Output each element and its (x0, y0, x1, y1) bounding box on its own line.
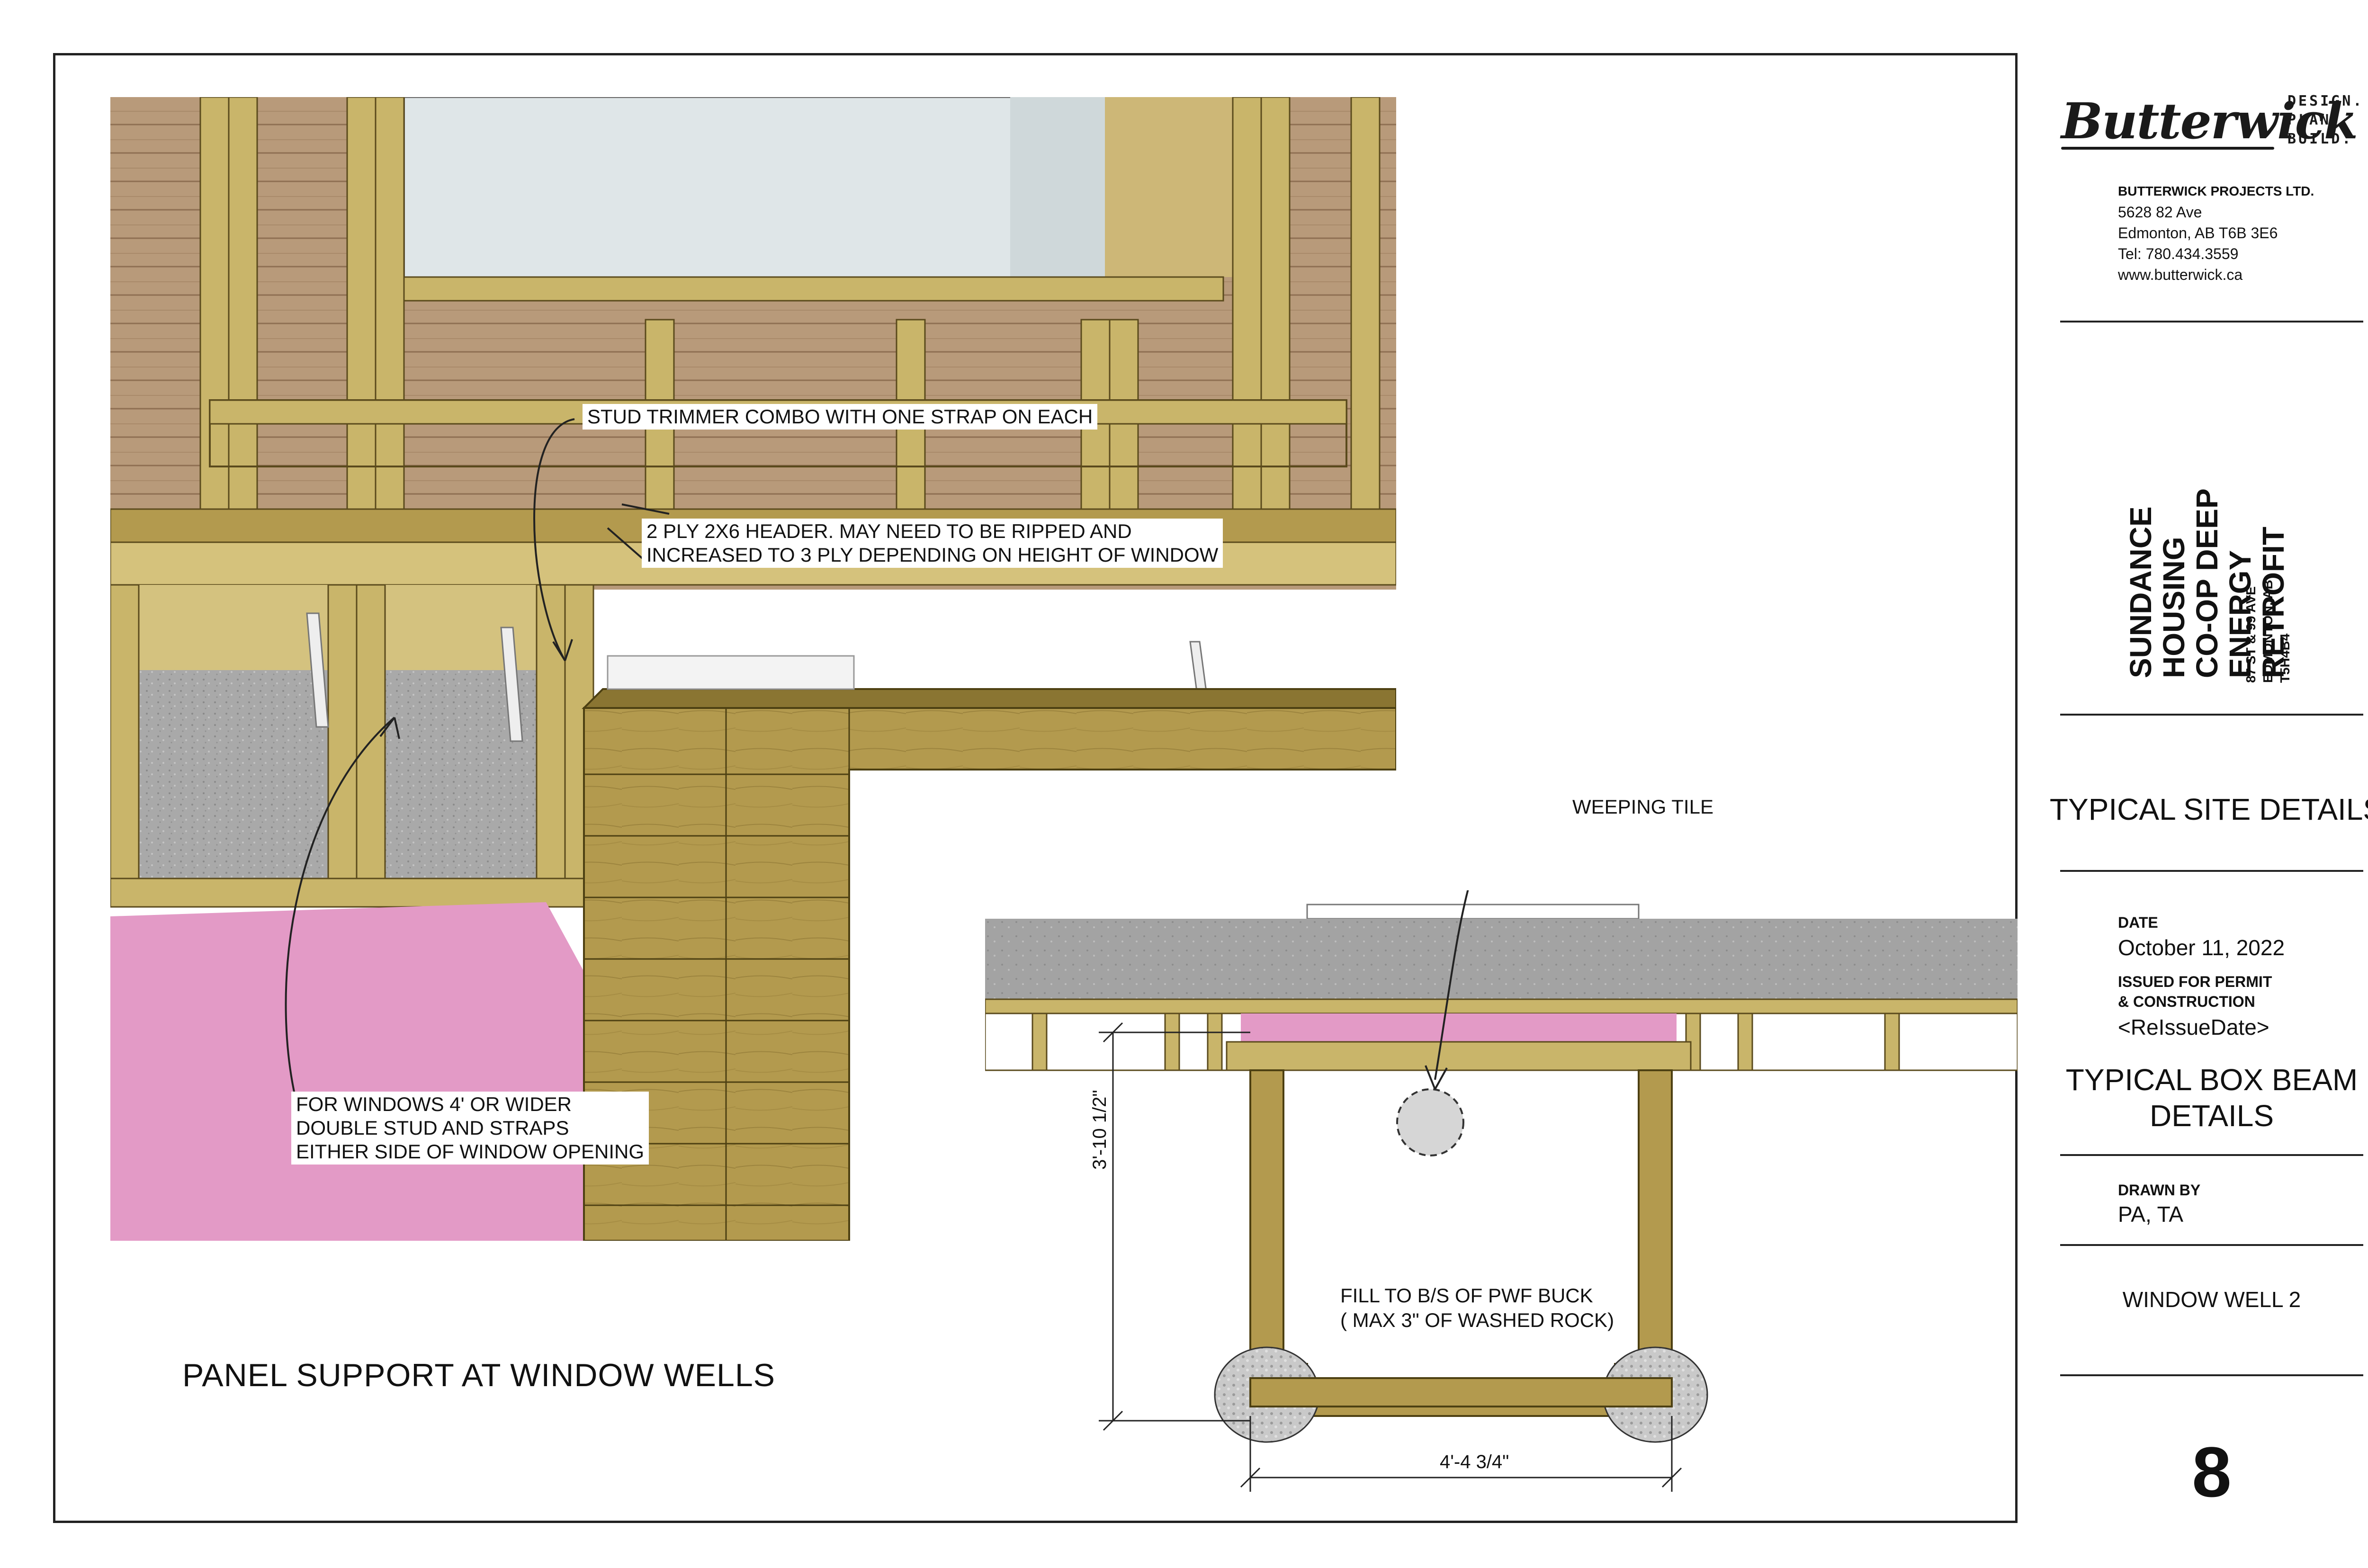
company-logo: Butterwick (2061, 92, 2358, 150)
detail-name: TYPICAL BOX BEAM DETAILS (2065, 1063, 2358, 1133)
project-address: 87 ST & 99 AVE EDMONTON, AB T5H4B4 (2243, 580, 2292, 683)
header-callout: 2 PLY 2X6 HEADER. MAY NEED TO BE RIPPED … (642, 519, 1223, 568)
date-label: DATE (2118, 914, 2158, 931)
divider (2060, 1244, 2363, 1246)
section-insulation (1241, 1013, 1677, 1042)
address-line2: Edmonton, AB T6B 3E6 (2118, 224, 2278, 242)
box-beam-section (985, 890, 2018, 1506)
weeping-tile-arrow (1425, 1065, 1448, 1090)
buck-bottom-plate (1249, 1377, 1673, 1407)
address-line1: 5628 82 Ave (2118, 204, 2202, 221)
divider (2060, 714, 2363, 716)
metal-straps (306, 612, 1210, 742)
well-timber-lines (584, 708, 1396, 1241)
window-sill (384, 276, 1224, 302)
gravel-slab (985, 919, 2018, 999)
company-phone: Tel: 780.434.3559 (2118, 245, 2239, 262)
title-block: Butterwick DESIGN. PLAN. BUILD. BUTTERWI… (2018, 53, 2368, 1523)
logo-underline (2061, 147, 2274, 150)
weeping-tile-leader (1434, 890, 1469, 1080)
bottom-plate (110, 878, 594, 908)
render-leaders (285, 418, 670, 1116)
sheet-subtitle: WINDOW WELL 2 (2122, 1287, 2301, 1312)
dimension-height: 3'-10 1/2" (1089, 1090, 1110, 1170)
divider (2060, 321, 2363, 323)
sheet-title: TYPICAL SITE DETAILS (2049, 792, 2368, 826)
divider (2060, 1374, 2363, 1376)
rim-board (985, 998, 2018, 1014)
company-address: BUTTERWICK PROJECTS LTD. 5628 82 Ave Edm… (2118, 181, 2314, 285)
issued-label: ISSUED FOR PERMIT & CONSTRUCTION (2118, 973, 2272, 1010)
reissue-value: <ReIssueDate> (2118, 1015, 2269, 1039)
panel-title: PANEL SUPPORT AT WINDOW WELLS (182, 1357, 776, 1393)
sheet-number: 8 (2192, 1432, 2232, 1512)
company-name: BUTTERWICK PROJECTS LTD. (2118, 184, 2314, 198)
weeping-tile-label: WEEPING TILE (1572, 796, 1713, 818)
slab-top-board (1306, 904, 1640, 920)
logo-tagline: DESIGN. PLAN. BUILD. (2287, 93, 2364, 147)
drawing-frame (53, 53, 2018, 1523)
dimension-width: 4'-4 3/4" (1440, 1452, 1509, 1472)
divider (2060, 1154, 2363, 1156)
buck-header (1226, 1041, 1692, 1071)
date-value: October 11, 2022 (2118, 935, 2285, 960)
drawn-by-value: PA, TA (2118, 1202, 2184, 1227)
dimension-lines (1099, 1022, 1682, 1492)
stud-trimmer-callout: STUD TRIMMER COMBO WITH ONE STRAP ON EAC… (583, 404, 1098, 430)
company-website: www.butterwick.ca (2118, 266, 2243, 283)
divider (2060, 870, 2363, 872)
drawn-by-label: DRAWN BY (2118, 1182, 2201, 1199)
windows-wide-callout: FOR WINDOWS 4' OR WIDER DOUBLE STUD AND … (291, 1092, 649, 1165)
weeping-tile (1396, 1088, 1464, 1156)
fill-note-label: FILL TO B/S OF PWF BUCK ( MAX 3" OF WASH… (1340, 1284, 1615, 1331)
window-well-cover (607, 655, 855, 690)
